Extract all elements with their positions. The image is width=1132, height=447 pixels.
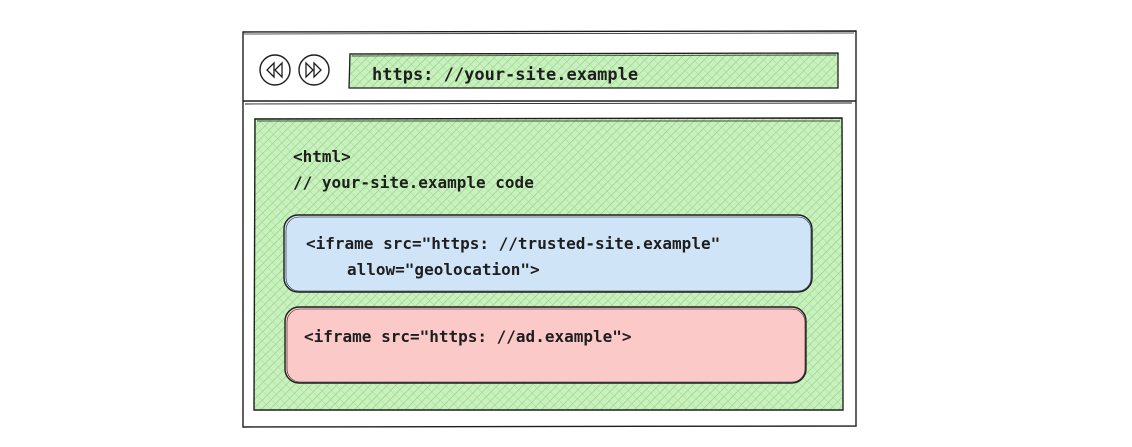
fast-forward-icon <box>305 61 322 79</box>
rewind-icon <box>266 61 283 79</box>
iframe-trusted-line-1: <iframe src="https: //trusted-site.examp… <box>306 234 720 253</box>
address-bar[interactable]: https: //your-site.example <box>348 52 839 89</box>
code-line-comment: // your-site.example code <box>293 173 534 192</box>
forward-button[interactable] <box>298 54 330 86</box>
url-text: https: //your-site.example <box>372 65 638 85</box>
back-button[interactable] <box>259 54 291 86</box>
iframe-ad: <iframe src="https: //ad.example"> <box>284 306 807 384</box>
code-line-html: <html> <box>293 147 351 166</box>
iframe-ad-line-1: <iframe src="https: //ad.example"> <box>304 327 632 346</box>
iframe-trusted-line-2: allow="geolocation"> <box>347 260 540 279</box>
iframe-trusted: <iframe src="https: //trusted-site.examp… <box>283 214 813 293</box>
